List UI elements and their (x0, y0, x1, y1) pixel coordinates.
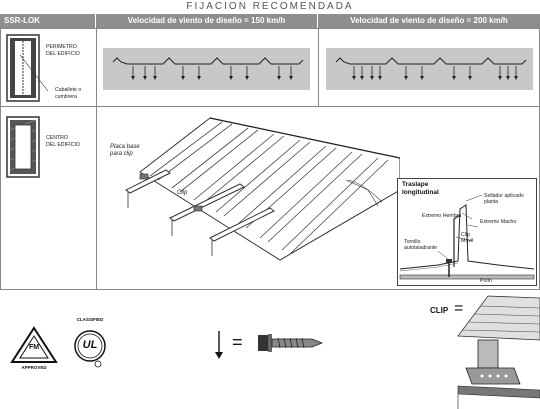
fm-approved-text: APPROVED (21, 365, 47, 370)
ul-classified-logo (74, 330, 106, 368)
panel-section-200-bg (326, 48, 533, 90)
wind-200-header: Velocidad de viento de diseño = 200 km/h (318, 14, 540, 28)
center-zone-icon (6, 116, 40, 178)
screw-label-line1: Tornillo (404, 239, 421, 245)
ul-classified-text: CLASSIFIED (76, 317, 104, 322)
clip-label: Clip (177, 190, 188, 196)
sealant-label-line2: planta (484, 199, 499, 205)
page-title: FIJACION RECOMENDADA (186, 1, 354, 12)
roof-isometric-drawing (125, 117, 400, 261)
ridge-label: Caballete o cumbrera (55, 87, 81, 100)
ridge-label-line2: cumbrera (55, 93, 77, 100)
movable-clip-label-line2: Móvil (461, 238, 474, 244)
ul-logo-text: UL (82, 339, 98, 351)
ridge-leader-line (20, 55, 49, 92)
sealant-label-line1: Sellador aplicado (484, 193, 524, 199)
fm-logo-text: FM (28, 344, 40, 351)
clip-legend-equals: = (454, 300, 464, 317)
movable-clip-label-line1: Clip (461, 232, 470, 238)
overlap-detail-title: Traslape longitudinal (402, 181, 439, 197)
screw-label: Tornillo autotaladrante (404, 239, 437, 251)
perimeter-zone-icon (6, 34, 40, 102)
sealant-label: Sellador aplicado planta (484, 193, 524, 205)
fastener-arrow-icon (215, 331, 223, 359)
base-plate-label-line2: para clip (110, 151, 133, 157)
screw-label-line2: autotaladrante (404, 245, 438, 251)
row-divider (0, 106, 540, 107)
clip-detail-drawing (457, 295, 540, 409)
center-label: CENTRO DEL EDIFICIO (46, 135, 80, 148)
ridge-label-line1: Caballete o (55, 87, 82, 93)
panel-section-150 (112, 57, 304, 80)
center-label-line1: CENTRO (46, 135, 68, 141)
male-edge-label: Extremo Macho (480, 219, 517, 225)
overlap-detail-title-line2: longitudinal (402, 189, 439, 196)
base-plate-label-line1: Placa base (110, 144, 140, 150)
column-divider-2 (318, 28, 319, 106)
self-drilling-screw-icon (258, 334, 324, 352)
wind-150-header: Velocidad de viento de diseño = 150 km/h (96, 14, 318, 28)
purlin-label: Polín (480, 278, 492, 284)
product-header: SSR-LOK (0, 14, 96, 28)
perimeter-label-line2: DEL EDIFICIO (46, 50, 80, 57)
base-plate-label: Placa base para clip (110, 144, 140, 158)
overlap-detail-title-line1: Traslape (402, 181, 429, 188)
overlap-detail-drawing (399, 194, 535, 280)
panel-section-150-bg (103, 48, 310, 90)
female-edge-label: Extremo Hembra (422, 213, 462, 219)
clip-legend-label: CLIP (430, 306, 449, 315)
fm-approved-logo (10, 326, 58, 363)
panel-section-200 (335, 57, 527, 80)
column-divider (96, 28, 97, 290)
center-label-line2: DEL EDIFICIO (46, 141, 80, 148)
perimeter-label: PERIMETRO DEL EDIFICIO (46, 44, 80, 57)
legend-equals: = (232, 332, 243, 352)
movable-clip-label: Clip Móvil (461, 232, 473, 244)
perimeter-label-line1: PERIMETRO (46, 44, 77, 50)
